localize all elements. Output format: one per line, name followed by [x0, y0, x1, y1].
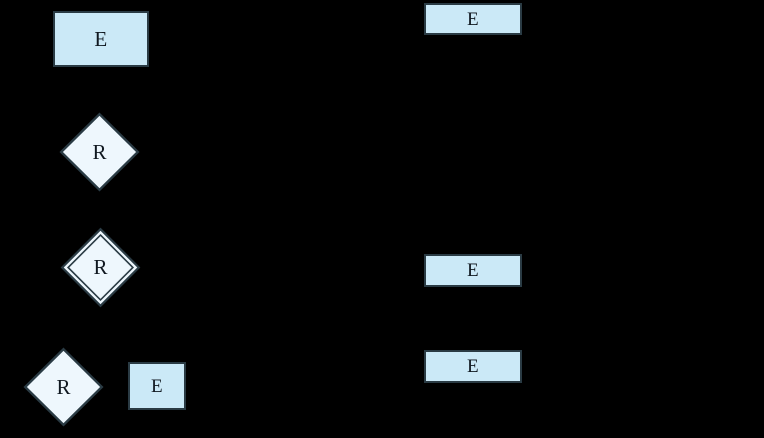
entity-rectangle-wide-top[interactable]: E	[424, 3, 522, 35]
entity-label: E	[466, 260, 480, 281]
entity-label: E	[466, 8, 480, 30]
entity-rectangle-strong[interactable]: E	[53, 11, 149, 67]
entity-label: E	[150, 375, 164, 397]
entity-rectangle-square[interactable]: E	[128, 362, 186, 410]
entity-rectangle-wide-middle[interactable]: E	[424, 254, 522, 287]
entity-label: E	[466, 356, 480, 377]
diamond-shape-icon	[24, 348, 103, 426]
entity-rectangle-wide-bottom[interactable]: E	[424, 350, 522, 383]
entity-label: E	[94, 26, 108, 51]
relationship-diamond-single[interactable]: R	[60, 113, 139, 191]
relationship-diamond-bottom[interactable]: R	[24, 348, 103, 426]
double-diamond-shape-icon	[61, 228, 140, 307]
relationship-diamond-double[interactable]: R	[61, 228, 140, 307]
diamond-shape-icon	[60, 113, 139, 191]
